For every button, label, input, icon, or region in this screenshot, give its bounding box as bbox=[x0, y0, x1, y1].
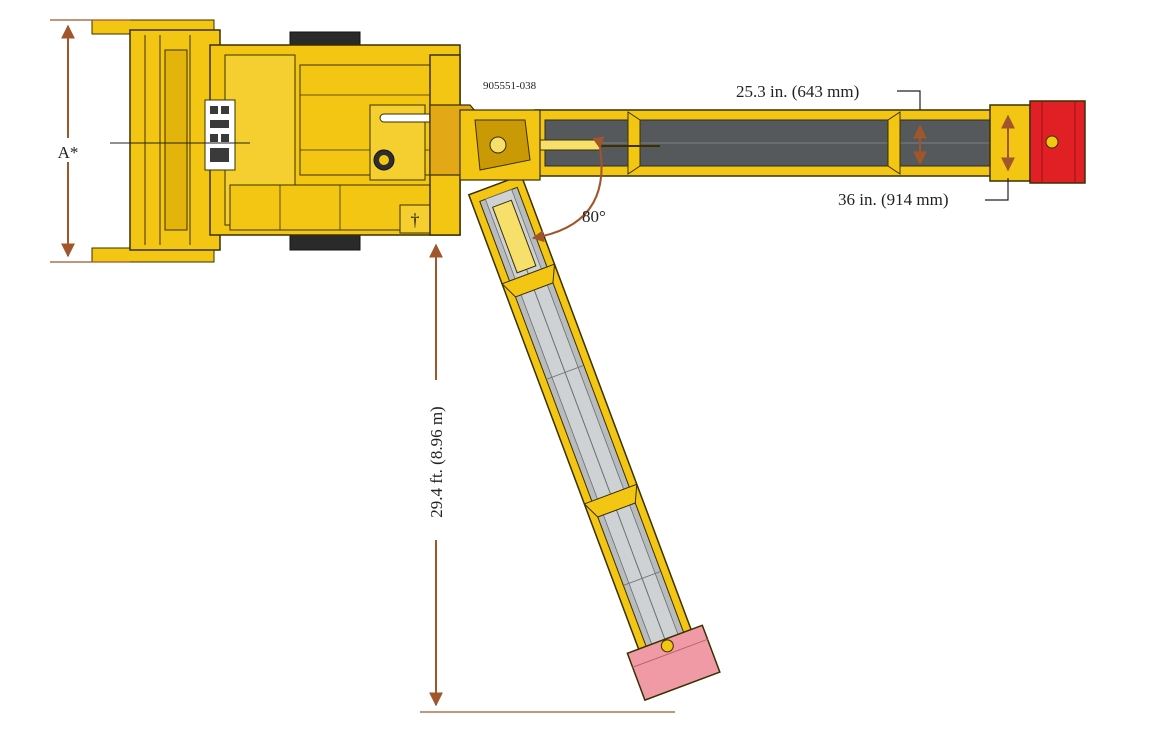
conveyor-width-label: 36 in. (914 mm) bbox=[838, 190, 949, 209]
reach-label: 29.4 ft. (8.96 m) bbox=[427, 406, 446, 517]
dimension-belt-width: 25.3 in. (643 mm) bbox=[736, 82, 927, 166]
dimension-conveyor-width: 36 in. (914 mm) bbox=[838, 114, 1015, 209]
belt-width-label: 25.3 in. (643 mm) bbox=[736, 82, 859, 101]
part-number: 905551-038 bbox=[483, 80, 537, 92]
part-number-label: 905551-038 bbox=[483, 80, 537, 92]
dim-a-label: A* bbox=[58, 143, 79, 162]
dimension-angle: 80° bbox=[531, 136, 606, 243]
swing-conveyor bbox=[467, 174, 721, 702]
swing-hopper bbox=[626, 624, 721, 702]
machine-body: † bbox=[91, 19, 541, 263]
svg-text:†: † bbox=[411, 210, 420, 230]
main-conveyor bbox=[534, 100, 1086, 184]
angle-label: 80° bbox=[582, 207, 606, 226]
dimension-reach: 29.4 ft. (8.96 m) bbox=[420, 243, 675, 713]
dimension-a: A* bbox=[50, 19, 250, 263]
